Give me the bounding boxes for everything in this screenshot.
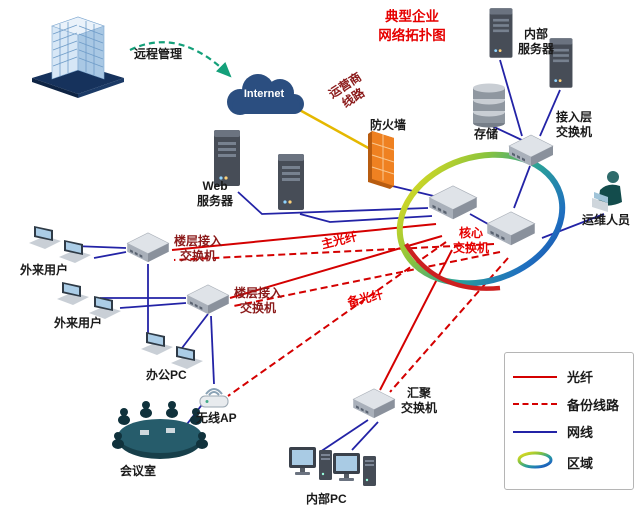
label-external-user-1: 外来用户 [20, 263, 69, 277]
core-area-ring [396, 151, 566, 287]
meeting-room-icon [112, 401, 208, 459]
label-internal-server: 内部 服务器 [517, 27, 554, 56]
label-core-switch: 核心 交换机 [452, 226, 489, 255]
cable-ap-floor2 [210, 315, 215, 385]
fiber-line-sample [513, 375, 557, 378]
wireless-ap-icon [199, 388, 229, 408]
cable-extuser1b-floor1 [93, 251, 127, 259]
label-internal-pc: 内部PC [306, 492, 347, 506]
cable-intserver1-access [499, 59, 523, 137]
label-web-server: Web 服务器 [196, 179, 233, 208]
cable-intserver2-access [539, 89, 561, 137]
legend-item-fiber: 光纤 [513, 367, 625, 386]
cable-access-core [513, 165, 531, 209]
cable-officepc-floor2 [181, 313, 209, 349]
area-ring-sample [513, 450, 557, 475]
cable-server2-core [299, 213, 433, 223]
label-access-switch: 接入层 交换机 [555, 110, 592, 139]
label-remote-management: 远程管理 [134, 47, 183, 61]
cable-line-sample [513, 430, 557, 433]
internal-pc-icon [289, 447, 332, 480]
remote-mgmt-arrow [129, 41, 232, 78]
legend-item-backup: 备份线路 [513, 395, 625, 414]
legend-label: 备份线路 [567, 397, 620, 413]
backup-core-floor2 [233, 251, 501, 307]
legend-item-area: 区域 [513, 450, 625, 475]
cable-agg-pc2 [351, 421, 379, 451]
cable-agg-pc1 [319, 419, 369, 453]
label-external-user-2: 外来用户 [54, 316, 103, 330]
backup-lines [173, 241, 509, 397]
aggregation-switch-icon [352, 388, 396, 419]
cable-webserver-core [237, 191, 429, 215]
web-server-icon [214, 130, 240, 186]
headquarters-building-icon [31, 16, 125, 98]
legend-label: 区域 [567, 455, 594, 471]
access-layer-switch-icon [508, 134, 554, 167]
backup-line-sample [513, 403, 557, 406]
carrier-line [295, 106, 373, 152]
storage-icon [473, 83, 505, 128]
web-server-2-icon [278, 154, 304, 210]
label-firewall: 防火墙 [370, 118, 407, 132]
firewall-icon [367, 130, 395, 190]
external-user-laptop-icon [29, 226, 61, 249]
core-switch-2-icon [486, 211, 536, 246]
cable-core-core [469, 213, 489, 225]
floor-switch-1-icon [126, 232, 170, 263]
label-meeting-room: 会议室 [120, 464, 157, 478]
internal-pc-icon [333, 453, 376, 486]
ops-staff-icon [592, 171, 622, 212]
fiber-core-floor1 [171, 223, 437, 251]
office-pc-laptop-icon [171, 346, 203, 369]
floor-switch-2-icon [186, 284, 230, 315]
backup-core-floor1 [173, 243, 495, 261]
label-aggregation-switch: 汇聚 交换机 [400, 386, 437, 415]
internal-server-1-icon [489, 8, 513, 58]
legend-label: 网线 [567, 425, 594, 441]
label-storage: 存储 [474, 127, 499, 141]
cable-storage-access [491, 125, 527, 143]
cable-extuser2b-floor2 [119, 302, 187, 309]
label-floor-switch-1: 楼层接入 交换机 [173, 234, 222, 263]
network-cable-lines [73, 59, 605, 453]
label-wireless-ap: 无线AP [196, 411, 237, 425]
office-pc-laptop-icon [141, 332, 173, 355]
legend-item-cable: 网线 [513, 422, 625, 441]
external-user-laptop-icon [59, 240, 91, 263]
label-floor-switch-2: 楼层接入 交换机 [233, 286, 282, 315]
label-office-pc: 办公PC [146, 368, 187, 382]
label-ops-staff: 运维人员 [582, 213, 631, 227]
core-switch-1-icon [428, 185, 478, 220]
core-area-ring-red-arc [404, 242, 501, 291]
external-user-laptop-icon [57, 282, 89, 305]
area-ring-sample-svg [517, 451, 553, 469]
diagram-title: 典型企业 网络拓扑图 [378, 9, 446, 43]
legend-label: 光纤 [567, 370, 594, 386]
legend: 光纤 备份线路 网线 [504, 352, 634, 490]
label-internet: Internet [243, 88, 285, 100]
fiber-core-agg [379, 249, 453, 391]
backup-core-ap [227, 241, 447, 397]
backup-core-agg [389, 257, 509, 393]
